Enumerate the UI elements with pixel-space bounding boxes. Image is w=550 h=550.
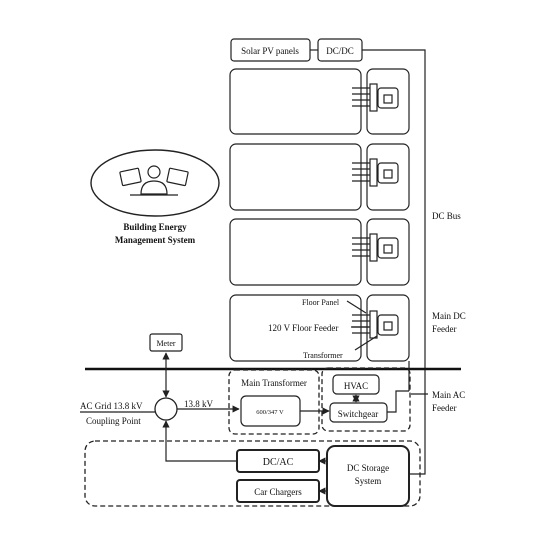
floor-panel-pointer	[346, 300, 367, 314]
main-ac-feeder-line	[387, 390, 409, 413]
hvac-box: HVAC	[332, 374, 380, 395]
transformer-label: Transformer	[303, 351, 343, 360]
operator-at-monitors-icon	[119, 165, 189, 196]
voltage-13-8-label: 13.8 kV	[184, 399, 214, 409]
dcac-box: DC/AC	[236, 449, 320, 473]
meter-box: Meter	[149, 333, 183, 352]
floor-2	[229, 143, 410, 211]
dc-storage-label-1: DC Storage	[347, 463, 389, 473]
solar-pv-panels-box: Solar PV panels	[230, 38, 311, 62]
dc-storage-group	[84, 440, 421, 507]
floor-panel-transformer-icon	[352, 233, 399, 262]
car-chargers-label: Car Chargers	[254, 487, 302, 497]
switchgear-label: Switchgear	[338, 409, 379, 419]
bems-node: Building Energy Management System	[90, 149, 220, 245]
dc-bus-label: DC Bus	[432, 211, 461, 221]
main-transformer-label: Main Transformer	[241, 378, 307, 388]
dcac-to-coupling-arrow	[162, 420, 237, 462]
bems-label-2: Management System	[115, 235, 196, 245]
transformer-pointer	[354, 335, 378, 351]
dcdc-label: DC/DC	[326, 46, 354, 56]
floor-panel-transformer-icon	[352, 83, 399, 112]
coupling-point-label: Coupling Point	[86, 416, 141, 426]
car-chargers-box: Car Chargers	[236, 479, 320, 503]
dc-storage-label-2: System	[355, 476, 382, 486]
dc-storage-box: DC Storage System	[326, 445, 410, 507]
dcac-label: DC/AC	[263, 457, 294, 468]
coupling-point-circle	[154, 397, 178, 421]
meter-label: Meter	[156, 339, 175, 348]
main-dc-feeder-label-2: Feeder	[432, 324, 457, 334]
floor-panel-transformer-icon	[352, 158, 399, 187]
bems-label-1: Building Energy	[123, 222, 187, 232]
dcdc-converter-box: DC/DC	[317, 38, 363, 62]
hvac-label: HVAC	[344, 381, 368, 391]
dc-bus-line	[362, 49, 426, 475]
floor-3	[229, 218, 410, 286]
floor-panel-label: Floor Panel	[302, 298, 340, 307]
solar-pv-label: Solar PV panels	[241, 46, 299, 56]
switchgear-box: Switchgear	[329, 402, 388, 423]
main-dc-feeder-label-1: Main DC	[432, 311, 466, 321]
main-ac-feeder-label-2: Feeder	[432, 403, 457, 413]
main-ac-feeder-label-1: Main AC	[432, 390, 465, 400]
floor-1	[229, 68, 410, 135]
floor-feeder-label: 120 V Floor Feeder	[268, 323, 338, 333]
floor-4: Floor Panel 120 V Floor Feeder Transform…	[229, 294, 410, 362]
ac-loads-group	[321, 367, 411, 432]
voltage-ratio-box: 600/347 V	[240, 395, 301, 427]
main-transformer-group	[228, 369, 320, 435]
ac-grid-label: AC Grid 13.8 kV	[80, 401, 143, 411]
voltage-ratio-label: 600/347 V	[256, 409, 284, 416]
